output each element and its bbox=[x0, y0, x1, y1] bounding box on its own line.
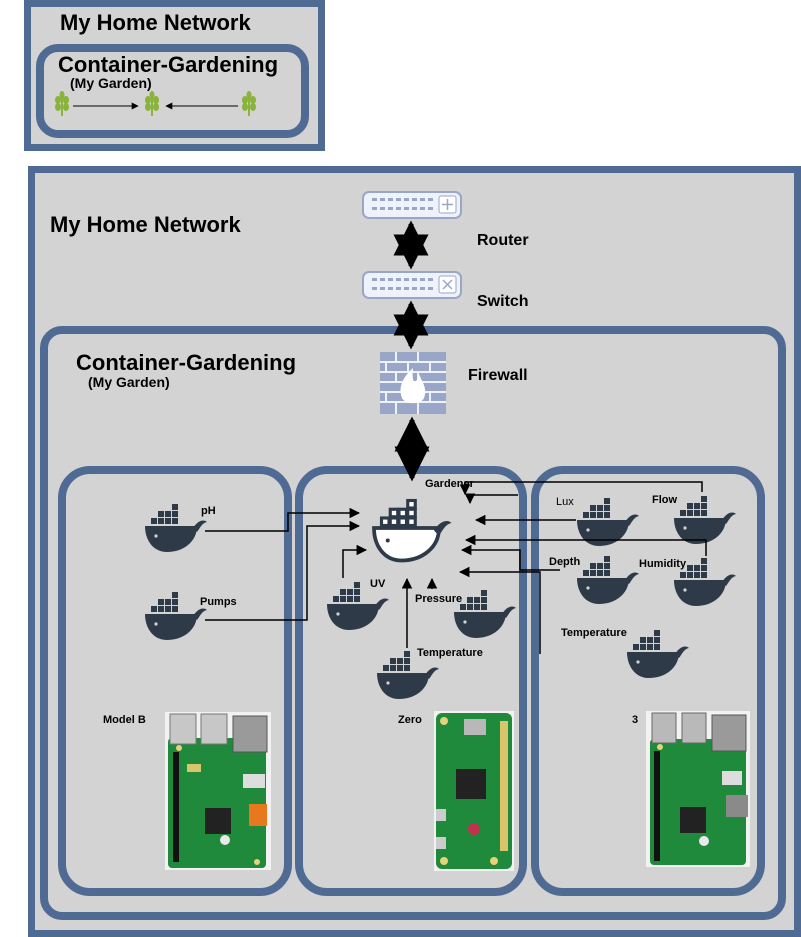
container-label-uv: UV bbox=[370, 578, 386, 590]
small-garden-frame bbox=[36, 44, 309, 138]
plant-icon bbox=[242, 91, 256, 116]
main-garden-subtitle: (My Garden) bbox=[88, 374, 170, 390]
firewall-label: Firewall bbox=[468, 367, 528, 384]
small-network-title: My Home Network bbox=[60, 10, 251, 35]
container-label-temperature-3: Temperature bbox=[561, 627, 627, 639]
pressure-container-icon bbox=[454, 590, 516, 638]
depth-container-icon bbox=[577, 556, 639, 604]
switch-label: Switch bbox=[477, 293, 529, 310]
container-label-temperature-zero: Temperature bbox=[417, 647, 483, 659]
container-label-pressure: Pressure bbox=[415, 593, 463, 605]
small-garden-title: Container-Gardening bbox=[58, 52, 279, 77]
firewall-icon bbox=[380, 352, 446, 414]
board-label-model-b: Model B bbox=[103, 714, 146, 726]
lux-container-icon bbox=[577, 498, 639, 546]
switch-icon bbox=[362, 271, 462, 299]
board-label-3: 3 bbox=[632, 714, 639, 726]
container-label-humidity: Humidity bbox=[639, 558, 687, 570]
container-label-ph: pH bbox=[201, 505, 216, 517]
main-garden-title: Container-Gardening bbox=[76, 350, 297, 375]
uv-container-icon bbox=[327, 582, 389, 630]
raspberry-pi-model-b-board bbox=[165, 712, 271, 870]
raspberry-pi-3-board bbox=[646, 711, 750, 867]
plant-icon bbox=[55, 91, 69, 116]
pumps-container-icon bbox=[145, 592, 207, 640]
humidity-container-icon bbox=[674, 558, 736, 606]
board-label-zero: Zero bbox=[398, 714, 422, 726]
gardener-whale-icon bbox=[372, 498, 454, 563]
flow-container-icon bbox=[674, 496, 736, 544]
container-label-lux: Lux bbox=[556, 496, 574, 508]
small-garden-subtitle: (My Garden) bbox=[70, 75, 152, 91]
container-label-pumps: Pumps bbox=[200, 596, 237, 608]
temperature-container-icon bbox=[627, 630, 689, 678]
container-label-flow: Flow bbox=[652, 494, 678, 506]
raspberry-pi-zero-board bbox=[434, 711, 514, 871]
router-label: Router bbox=[477, 232, 529, 249]
plant-icon bbox=[145, 91, 159, 116]
container-connectors bbox=[205, 481, 707, 654]
container-label-depth: Depth bbox=[549, 556, 581, 568]
temperature-container-icon bbox=[377, 651, 439, 699]
ph-container-icon bbox=[145, 504, 207, 552]
router-icon bbox=[362, 191, 462, 219]
main-network-title: My Home Network bbox=[50, 212, 241, 237]
